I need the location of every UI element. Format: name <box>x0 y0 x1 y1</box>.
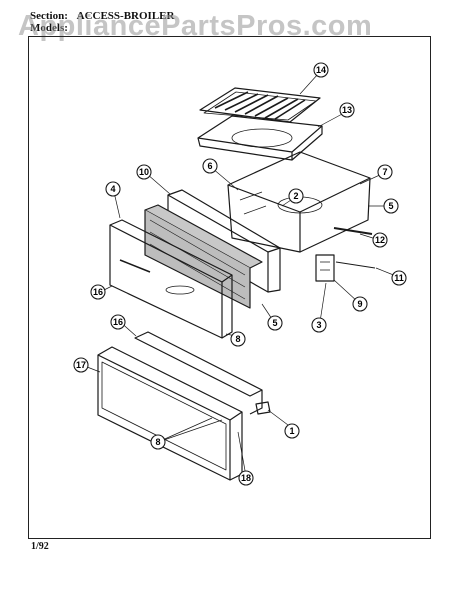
callout-circle <box>391 270 407 286</box>
section-title: Section: ACCESS-BROILER <box>30 10 174 22</box>
callout-1: 1 <box>284 423 300 439</box>
callout-5-upper: 5 <box>383 198 399 214</box>
callout-label: 8 <box>155 437 160 447</box>
callout-14: 14 <box>313 62 329 78</box>
callout-circle <box>110 314 126 330</box>
spring-part <box>335 261 376 269</box>
callout-circle <box>202 158 218 174</box>
model-label: Models: <box>30 22 68 34</box>
callout-label: 18 <box>241 473 251 483</box>
side-bracket-part <box>315 254 335 282</box>
callout-label: 3 <box>316 320 321 330</box>
callout-8-upper: 8 <box>230 331 246 347</box>
callout-6: 6 <box>202 158 218 174</box>
callout-circle <box>352 296 368 312</box>
broiler-drawer-box <box>227 151 371 253</box>
lower-drawer-part <box>97 346 243 481</box>
callout-circle <box>372 232 388 248</box>
callout-label: 16 <box>113 317 123 327</box>
callout-12: 12 <box>372 232 388 248</box>
model-line: Models: <box>30 22 68 34</box>
callout-label: 5 <box>272 318 277 328</box>
callout-label: 12 <box>375 235 385 245</box>
callout-label: 13 <box>342 105 352 115</box>
callout-circle <box>73 357 89 373</box>
callout-5-lower: 5 <box>267 315 283 331</box>
callout-circle <box>238 470 254 486</box>
callout-circle <box>377 164 393 180</box>
callout-4: 4 <box>105 181 121 197</box>
callout-label: 6 <box>207 161 212 171</box>
callout-circle <box>267 315 283 331</box>
callout-2: 2 <box>288 188 304 204</box>
callout-group: 14 13 6 2 7 5 10 4 12 11 9 3 16 8 5 16 1… <box>73 62 407 486</box>
callout-label: 17 <box>76 360 86 370</box>
callout-circle <box>230 331 246 347</box>
callout-label: 16 <box>93 287 103 297</box>
callout-label: 14 <box>316 65 326 75</box>
callout-circle <box>90 284 106 300</box>
callout-circle <box>284 423 300 439</box>
callout-3: 3 <box>311 317 327 333</box>
callout-16-lower: 16 <box>110 314 126 330</box>
callout-circle <box>288 188 304 204</box>
callout-label: 4 <box>110 184 115 194</box>
callout-label: 7 <box>382 167 387 177</box>
small-clip-part <box>255 401 271 415</box>
callout-13: 13 <box>339 102 355 118</box>
callout-7: 7 <box>377 164 393 180</box>
callout-8-lower: 8 <box>150 434 166 450</box>
callout-label: 1 <box>289 426 294 436</box>
callout-9: 9 <box>352 296 368 312</box>
callout-17: 17 <box>73 357 89 373</box>
front-panel-part <box>109 219 233 339</box>
callout-circle <box>150 434 166 450</box>
section-value: ACCESS-BROILER <box>76 10 175 22</box>
broiler-grid-part <box>199 87 321 123</box>
lower-back-panel-part <box>134 331 263 415</box>
section-label: Section: <box>30 10 68 22</box>
insulation-part <box>144 204 263 309</box>
callout-label: 10 <box>139 167 149 177</box>
callout-18: 18 <box>238 470 254 486</box>
callout-label: 5 <box>388 201 393 211</box>
callout-11: 11 <box>391 270 407 286</box>
callout-circle <box>136 164 152 180</box>
callout-label: 8 <box>235 334 240 344</box>
rod-part <box>333 227 373 235</box>
callout-circle <box>105 181 121 197</box>
callout-circle <box>311 317 327 333</box>
callout-label: 11 <box>394 273 404 283</box>
callout-circle <box>339 102 355 118</box>
callout-circle <box>383 198 399 214</box>
footer-date: 1/92 <box>31 541 49 552</box>
footer-divider <box>28 538 431 539</box>
callout-16-upper: 16 <box>90 284 106 300</box>
callout-label: 2 <box>293 191 298 201</box>
callout-label: 9 <box>357 299 362 309</box>
callout-10: 10 <box>136 164 152 180</box>
callout-circle <box>313 62 329 78</box>
